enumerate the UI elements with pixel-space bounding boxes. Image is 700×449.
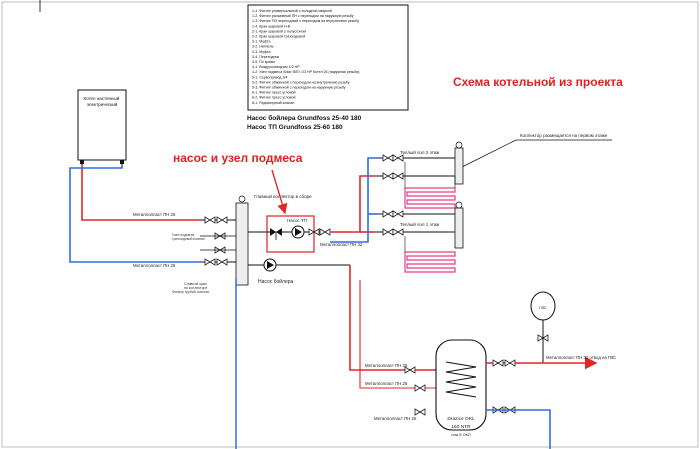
tank-supply-pipe <box>349 265 436 371</box>
floor2-collector: Теплый пол 2 этаж <box>375 141 464 209</box>
boiler-return-label: Металлопласт ПН 25 <box>365 381 408 386</box>
tank-line3: или 6 ОКЛ <box>451 432 471 437</box>
legend-item: 3-1. Муфта <box>252 40 270 44</box>
boiler-pump-label: Насос бойлера <box>258 278 294 285</box>
floor2-label: Теплый пол 2 этаж <box>400 149 439 155</box>
legend-item: 5-3. Фитинг обжимной с переходом на нару… <box>252 86 346 90</box>
floor-pump-node: Насос ТП <box>248 215 331 253</box>
tank-line2: 160 NTR <box>451 424 471 430</box>
legend-item: 2-2. Кран шаровой трёхходовой <box>252 35 305 39</box>
legend-item: 4-1. Воздухоотводчик 1/2 НР <box>252 65 300 69</box>
svg-text:на коллекторе: на коллекторе <box>184 286 207 290</box>
return-left-pipe-label: Металлопласт ПН 25 <box>133 263 176 268</box>
legend-box: 1-1. Фитинг универсальный с холодной сва… <box>247 4 409 111</box>
legend-item: 1-1. Фитинг универсальный с холодной сва… <box>252 9 332 13</box>
floor-pump-model: Насос ТП Grundfoss 25-60 180 <box>247 124 343 131</box>
legend-item: 5-2. Фитинг обжимной с переходом на внут… <box>252 80 350 84</box>
legend-item: 4-2. Узел подмеса Solar ВЛО 1/3 НР Котел… <box>252 70 359 74</box>
floor-return-pipe <box>330 157 378 243</box>
legend-item: 8-1. Радиаторный клапан <box>252 101 294 105</box>
pointer-arrow <box>271 169 288 215</box>
cold-in-label: Металлопласт ПН 25 <box>374 416 417 421</box>
tank-line1: Drazice OKL <box>447 416 475 422</box>
legend-item: 3-2. Ниппель <box>252 45 274 49</box>
boiler-return-pipe <box>69 164 200 263</box>
cold-water-pipe <box>486 409 551 449</box>
gvs-outlet-label: Металлопласт ПН 32 отвод на ГВС <box>546 355 616 360</box>
svg-text:Узел подмеса: Узел подмеса <box>172 233 194 237</box>
legend-item: 3-4. Переходник <box>252 55 279 59</box>
pump-highlight-box <box>266 215 315 253</box>
boiler-supply-pipe <box>81 164 200 221</box>
legend-item: 1-2. Фитинг разъемный ПН с переходом на … <box>252 14 354 18</box>
legend-item: 3-3. Муфта <box>252 50 270 54</box>
floor1-collector: Теплый пол 1 этаж <box>375 201 464 273</box>
boiler-label: Котел настенный электрический <box>84 95 121 107</box>
legend-item: 6-2. Фитинг пресс угловой <box>252 96 295 100</box>
legend-items: 1-1. Фитинг универсальный с холодной сва… <box>252 9 359 105</box>
boiler-supply-label: Металлопласт ПН 25 <box>365 363 408 368</box>
legend-item: 2-1. Кран шаровой с полусгоном <box>252 29 307 33</box>
legend-item: 1-4. Кран шаровой Н-В <box>252 24 291 28</box>
svg-text:Сливной кран: Сливной кран <box>184 282 207 286</box>
main-collector-label: Главный коллектор в сборе <box>254 193 312 199</box>
main-collector: Главный коллектор в сборе Узел подмеса т… <box>172 193 312 290</box>
pump-node-title: насос и узел подмеса <box>173 151 303 165</box>
tank-return-pipe <box>359 280 436 389</box>
legend-item: 1-3. Фитинг ПН переходный с переходом на… <box>252 19 359 23</box>
legend-item: 5-1. Сервопривод 3/4 <box>252 75 287 79</box>
legend-item: 3-5. По краям <box>252 60 275 64</box>
legend-item: 6-1. Фитинг пресс угловой <box>252 91 295 95</box>
expansion-tank: ГВС <box>530 291 556 363</box>
svg-text:Фильтр грубой очистки: Фильтр грубой очистки <box>172 290 209 294</box>
boiler-pump-model: Насос бойлера Grundfoss 25-40 180 <box>247 114 362 122</box>
floor-pipe-label: Металлопласт ПН 32 <box>320 242 363 247</box>
hot-water-tank: Drazice OKL 160 NTR или 6 ОКЛ <box>435 339 487 437</box>
floor1-loop <box>404 251 456 273</box>
boiler-pump: Насос бойлера Фильтр грубой очистки <box>172 258 350 449</box>
pump-node-label: Насос ТП <box>287 218 307 223</box>
floor1-label: Теплый пол 1 этаж <box>400 221 439 227</box>
svg-text:трехходовой клапан: трехходовой клапан <box>172 237 205 241</box>
expansion-label: ГВС <box>539 305 547 310</box>
project-scheme-title: Схема котельной из проекта <box>453 75 623 89</box>
supply-left-pipe-label: Металлопласт ПН 25 <box>133 212 176 217</box>
wall-boiler: Котел настенный электрический <box>77 89 127 164</box>
collector-note: Коллектор размещается на первом этаже <box>520 133 608 138</box>
floor2-loop <box>404 187 456 209</box>
